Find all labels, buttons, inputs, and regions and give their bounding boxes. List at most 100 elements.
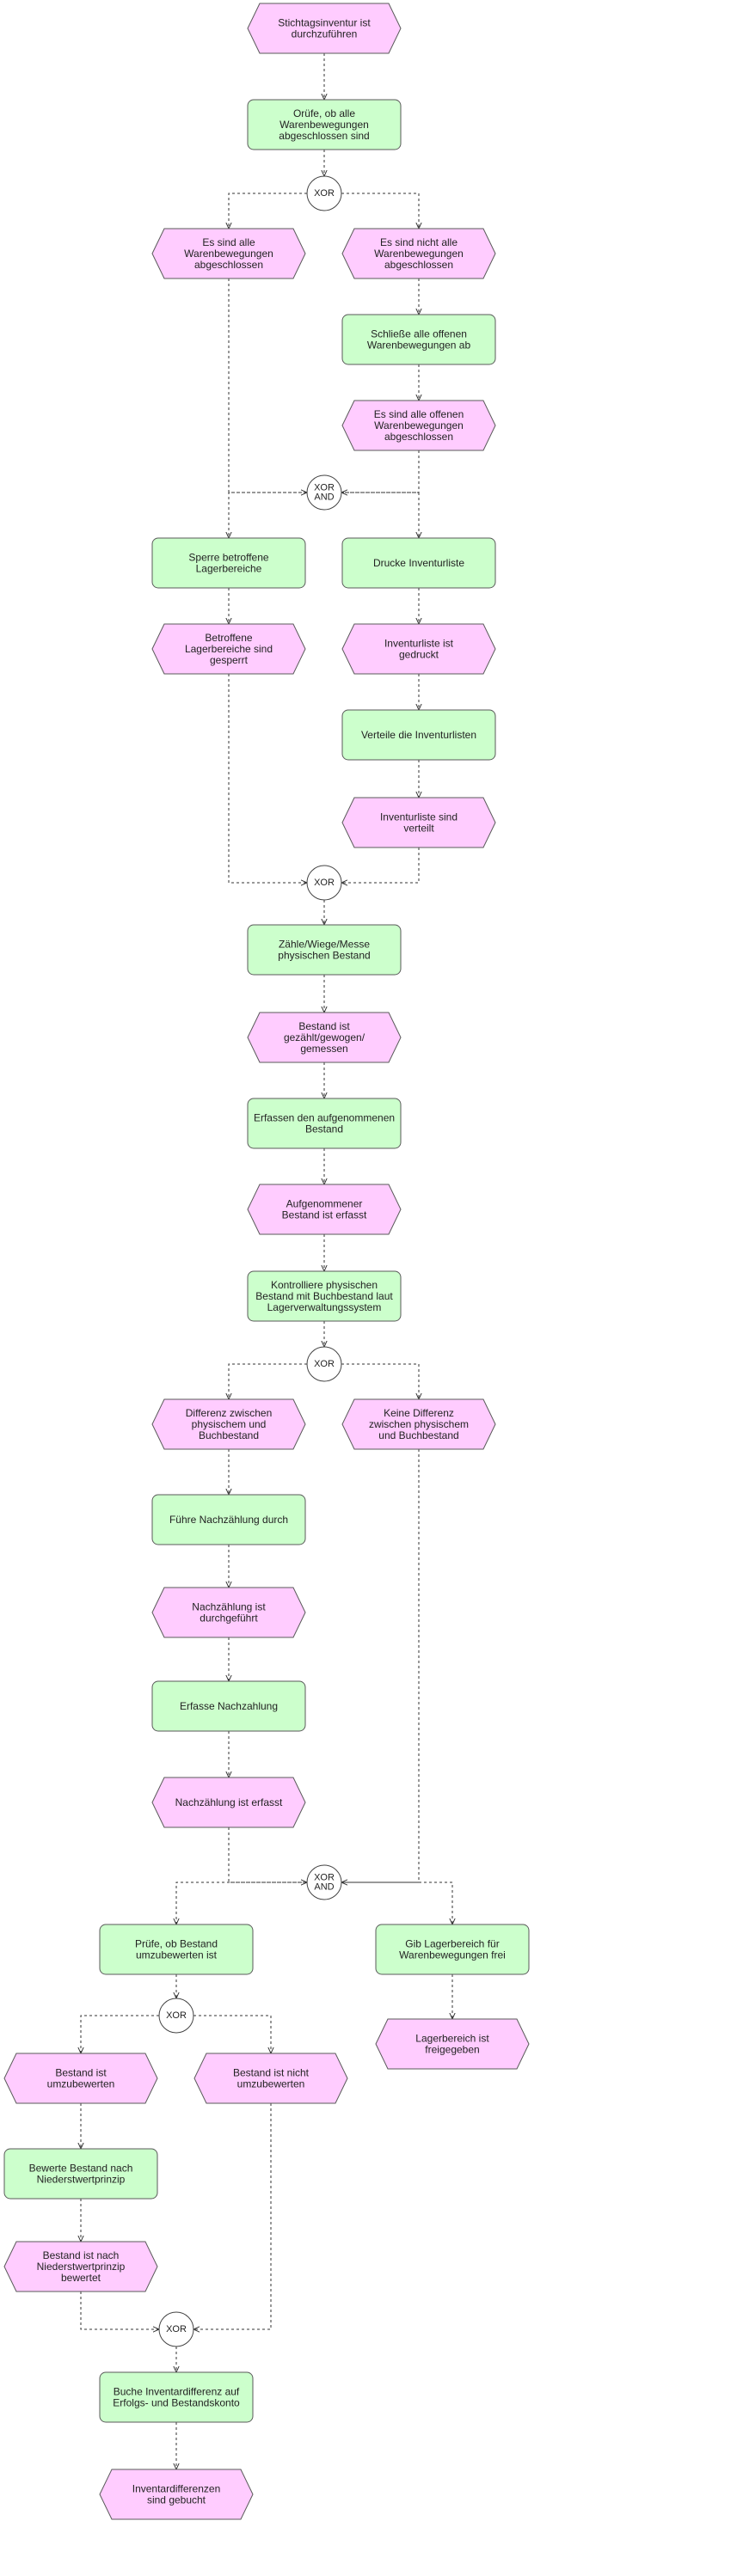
connector-label-line: XOR	[314, 188, 335, 199]
connector-circle-shape	[306, 474, 342, 511]
connection-arrow	[341, 492, 419, 538]
event-hexagon-shape	[247, 1012, 402, 1063]
event-label-line: physischem und	[192, 1418, 267, 1430]
event-label-line: Differenz zwischen	[186, 1407, 273, 1419]
event-label-line: abgeschlossen	[194, 259, 263, 271]
event-label-line: gedruckt	[399, 649, 439, 661]
function-label-line: Führe Nachzählung durch	[169, 1514, 288, 1526]
function-box-shape	[247, 1098, 402, 1149]
event-hexagon-shape	[3, 2053, 158, 2104]
event-label-line: Es sind alle	[202, 236, 255, 248]
event-e17: Bestand ist nachNiederstwertprinzipbewer…	[3, 2241, 158, 2292]
function-f09: Führe Nachzählung durch	[151, 1494, 306, 1545]
connector-circle-shape	[306, 175, 342, 211]
event-label-line: Bestand ist	[298, 1020, 350, 1032]
function-label-line: abgeschlossen sind	[279, 130, 369, 142]
event-e13: Nachzählung ist erfasst	[151, 1777, 306, 1828]
connector-label-line: XOR	[314, 483, 335, 493]
function-label-line: umzubewerten ist	[136, 1949, 218, 1961]
event-label-line: Lagerbereiche sind	[185, 643, 273, 655]
function-f01: Orüfe, ob alleWarenbewegungenabgeschloss…	[247, 99, 402, 150]
function-box-shape	[341, 537, 496, 589]
connector-circle-shape	[306, 1864, 342, 1900]
function-label-line: Niederstwertprinzip	[37, 2174, 126, 2186]
function-f05: Verteile die Inventurlisten	[341, 709, 496, 761]
function-box-shape	[341, 709, 496, 761]
function-f04: Drucke Inventurliste	[341, 537, 496, 589]
event-label-line: umzubewerten	[237, 2078, 305, 2090]
event-label-line: Inventardifferenzen	[132, 2483, 221, 2495]
event-hexagon-shape	[341, 623, 496, 675]
event-hexagon-shape	[193, 2053, 348, 2104]
connection-arrow	[341, 193, 419, 229]
event-label-line: Inventurliste sind	[380, 811, 458, 823]
event-label-line: zwischen physischem	[369, 1418, 469, 1430]
event-label-line: Lagerbereich ist	[415, 2033, 489, 2045]
event-label-line: gezählt/gewogen/	[284, 1031, 365, 1043]
connector-circle-shape	[306, 1346, 342, 1382]
function-label-line: Sperre betroffene	[188, 552, 269, 564]
connector-label-line: XOR	[314, 1359, 335, 1369]
connector-label-line: XOR	[166, 2010, 187, 2021]
connector-label-line: XOR	[166, 2324, 187, 2334]
function-label-line: Drucke Inventurliste	[373, 557, 464, 569]
event-e03: Es sind nicht alleWarenbewegungenabgesch…	[341, 228, 496, 279]
connection-arrow	[229, 492, 307, 538]
connection-arrow	[81, 2015, 159, 2053]
function-label-line: Lagerbereiche	[196, 563, 262, 575]
event-hexagon-shape	[247, 3, 402, 54]
function-box-shape	[99, 1924, 254, 1975]
event-label-line: Bestand ist nach	[43, 2249, 120, 2261]
event-hexagon-shape	[247, 1184, 402, 1235]
function-label-line: Zähle/Wiege/Messe	[279, 939, 370, 951]
event-label-line: Inventurliste ist	[384, 638, 454, 650]
function-box-shape	[151, 537, 306, 589]
event-label-line: durchgeführt	[200, 1612, 258, 1625]
event-label-line: Warenbewegungen	[374, 248, 464, 260]
event-label-line: verteilt	[403, 823, 434, 835]
event-hexagon-shape	[99, 2469, 254, 2520]
event-label-line: bewertet	[61, 2272, 101, 2284]
function-box-shape	[341, 314, 496, 365]
connection-arrow	[341, 450, 420, 493]
connector-c06: XOR	[158, 1998, 194, 2034]
event-label-line: umzubewerten	[47, 2078, 115, 2090]
event-hexagon-shape	[151, 623, 306, 675]
event-hexagon-shape	[3, 2241, 158, 2292]
connector-c04: XOR	[306, 1346, 342, 1382]
function-box-shape	[151, 1494, 306, 1545]
connection-arrow	[341, 1882, 452, 1924]
event-label-line: Warenbewegungen	[184, 248, 273, 260]
event-label-line: freigegeben	[425, 2044, 479, 2056]
event-label-line: sind gebucht	[147, 2494, 206, 2506]
function-label-line: Erfassen den aufgenommenen	[254, 1112, 395, 1124]
event-label-line: Es sind nicht alle	[380, 236, 458, 248]
function-label-line: Verteile die Inventurlisten	[361, 729, 476, 741]
connection-arrow	[341, 847, 420, 883]
function-box-shape	[3, 2148, 158, 2200]
function-label-line: Orüfe, ob alle	[293, 107, 355, 119]
connector-label-line: XOR	[314, 878, 335, 888]
function-box-shape	[151, 1680, 306, 1732]
event-hexagon-shape	[341, 1398, 496, 1450]
function-box-shape	[247, 99, 402, 150]
function-label-line: Buche Inventardifferenz auf	[114, 2386, 240, 2398]
function-label-line: Prüfe, ob Bestand	[135, 1938, 218, 1950]
event-label-line: gesperrt	[210, 654, 249, 666]
event-label-line: Keine Differenz	[384, 1407, 454, 1419]
function-label-line: Bestand mit Buchbestand laut	[255, 1290, 393, 1302]
function-label-line: Kontrolliere physischen	[271, 1279, 378, 1291]
